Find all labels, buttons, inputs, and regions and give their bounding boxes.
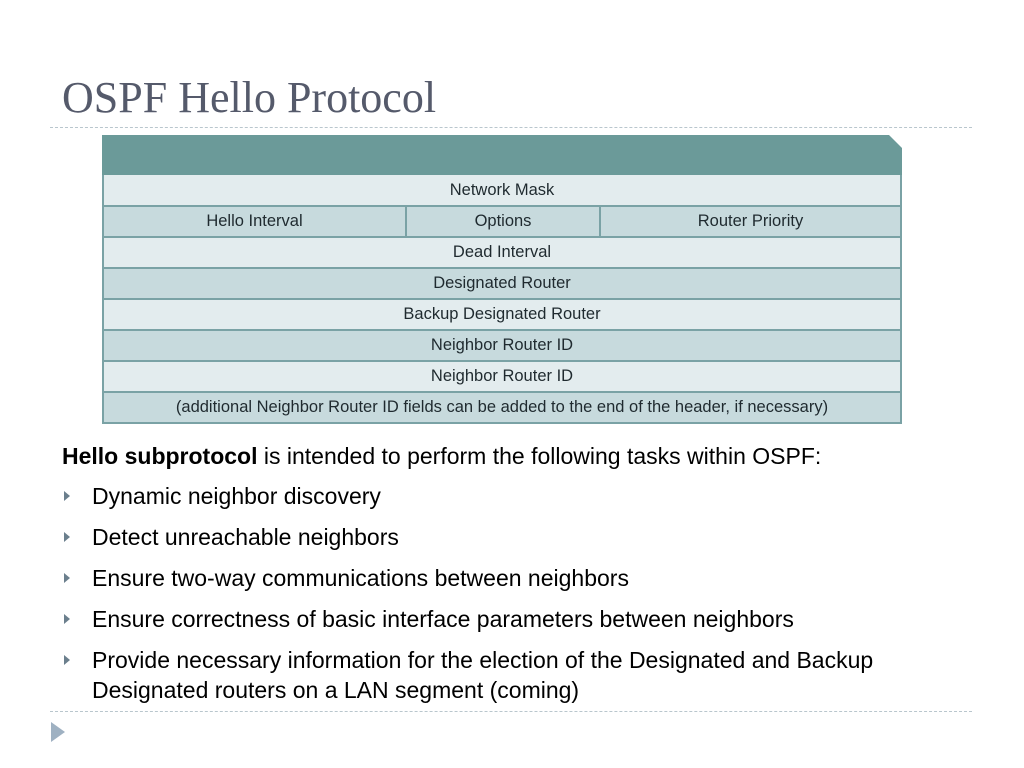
list-item-text: Ensure two-way communications between ne… <box>92 565 629 591</box>
triangle-right-icon <box>64 655 70 665</box>
triangle-right-icon <box>64 573 70 583</box>
field-neighbor-router-id: Neighbor Router ID <box>430 367 574 385</box>
field-backup-designated-router: Backup Designated Router <box>403 305 601 323</box>
field-network-mask: Network Mask <box>449 180 555 199</box>
slide-title: OSPF Hello Protocol <box>62 73 437 122</box>
field-hello-interval: Hello Interval <box>206 212 303 230</box>
triangle-right-icon <box>64 491 70 501</box>
list-item: Ensure correctness of basic interface pa… <box>62 604 992 634</box>
footer-divider <box>50 711 972 712</box>
intro-rest: is intended to perform the following tas… <box>257 443 822 469</box>
field-designated-router: Designated Router <box>433 274 571 292</box>
list-item: Dynamic neighbor discovery <box>62 481 992 511</box>
next-slide-icon[interactable] <box>51 722 65 742</box>
packet-row-network-mask: Network Mask <box>104 175 900 205</box>
list-item: Ensure two-way communications between ne… <box>62 563 992 593</box>
list-item-text: Dynamic neighbor discovery <box>92 483 381 509</box>
field-neighbor-router-id: Neighbor Router ID <box>430 336 574 354</box>
intro-bold-term: Hello subprotocol <box>62 443 258 469</box>
packet-row-neighbor-router-id: Neighbor Router ID <box>104 329 900 360</box>
hello-packet-diagram: Network Mask Hello Interval Options Rout… <box>102 135 902 424</box>
field-dead-interval: Dead Interval <box>452 243 552 261</box>
intro-text: Hello subprotocol is intended to perform… <box>62 441 821 471</box>
task-list: Dynamic neighbor discovery Detect unreac… <box>62 481 992 716</box>
packet-row-additional-neighbors: (additional Neighbor Router ID fields ca… <box>104 391 900 422</box>
packet-row-designated-router: Designated Router <box>104 267 900 298</box>
packet-fields: Network Mask Hello Interval Options Rout… <box>102 175 902 424</box>
list-item-text: Provide necessary information for the el… <box>92 647 874 703</box>
triangle-right-icon <box>64 532 70 542</box>
list-item-text: Ensure correctness of basic interface pa… <box>92 606 794 632</box>
title-divider <box>50 127 972 128</box>
triangle-right-icon <box>64 614 70 624</box>
field-options: Options <box>405 207 599 236</box>
packet-header-bar <box>102 135 902 175</box>
field-router-priority: Router Priority <box>599 207 900 236</box>
packet-row-dead-interval: Dead Interval <box>104 236 900 267</box>
field-additional-neighbor-note: (additional Neighbor Router ID fields ca… <box>175 398 829 416</box>
list-item-text: Detect unreachable neighbors <box>92 524 399 550</box>
list-item: Detect unreachable neighbors <box>62 522 992 552</box>
packet-row-backup-designated-router: Backup Designated Router <box>104 298 900 329</box>
list-item: Provide necessary information for the el… <box>62 645 992 705</box>
packet-row-interval-options-priority: Hello Interval Options Router Priority <box>104 205 900 236</box>
packet-row-neighbor-router-id: Neighbor Router ID <box>104 360 900 391</box>
